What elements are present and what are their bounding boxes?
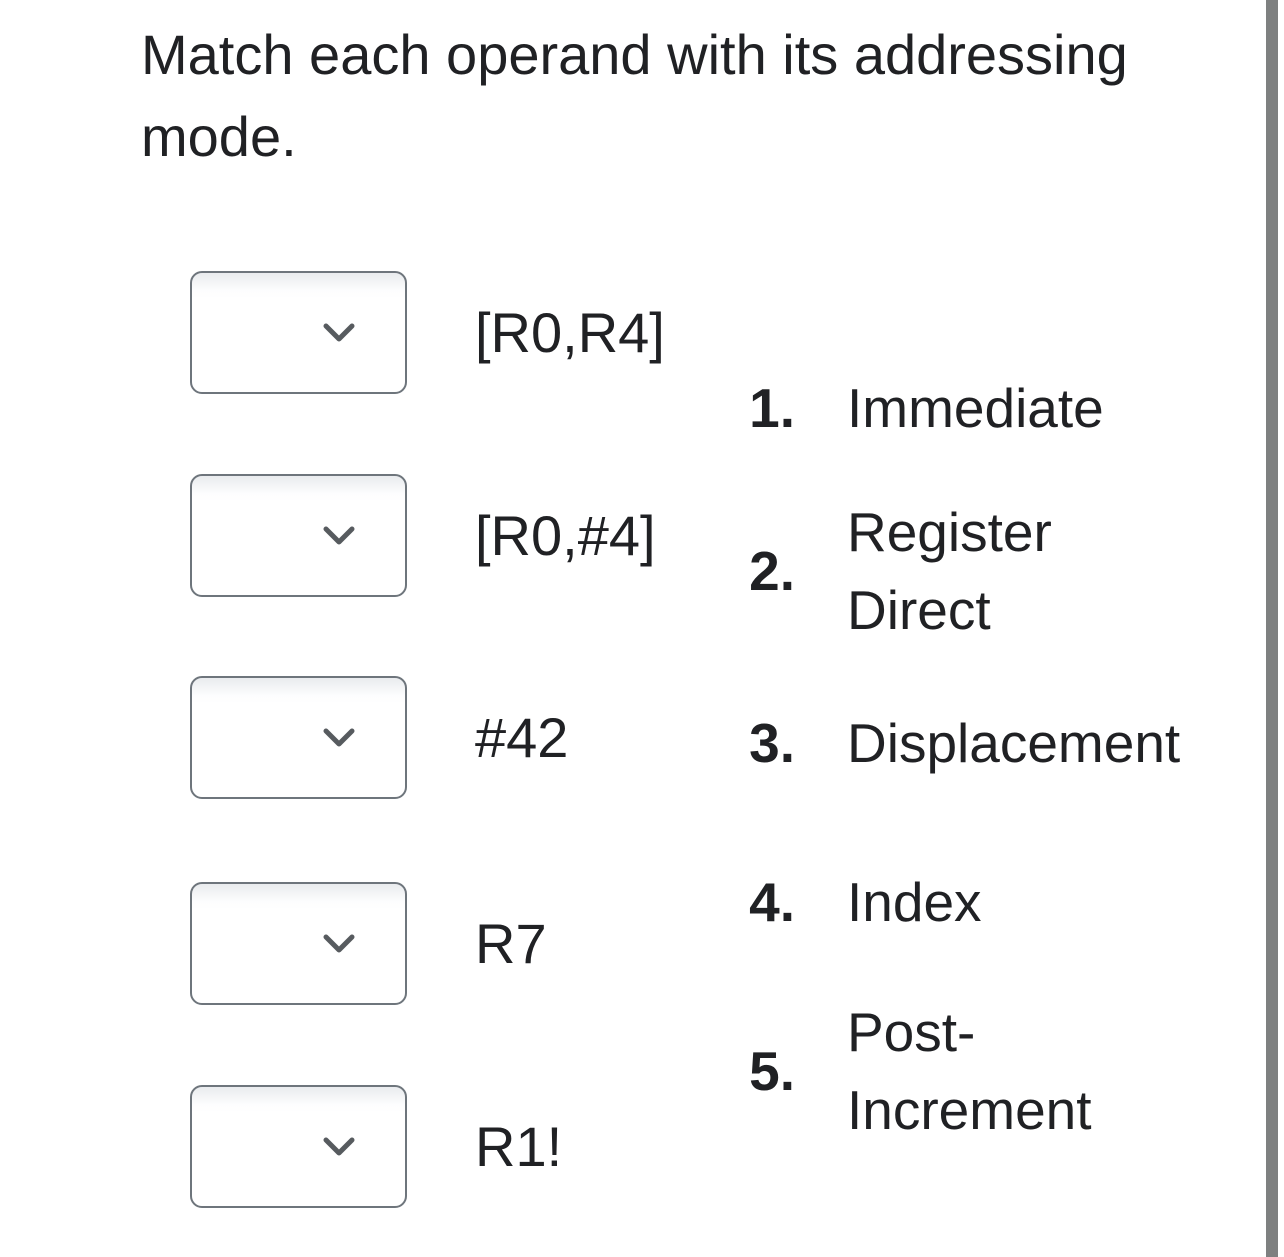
chevron-down-icon [323,1137,355,1155]
match-row: [R0,R4] [190,271,665,394]
choice-label: Displacement [847,712,1181,774]
choice-label: Immediate [847,377,1104,439]
operand-label: #42 [475,705,569,769]
operand-label: [R0,#4] [475,503,656,567]
scrollbar-track [1266,0,1284,1257]
choice-item: 3. Displacement [720,704,1197,782]
choice-number: 3. [749,712,795,774]
match-row: [R0,#4] [190,474,656,597]
choice-item: 1. Immediate [720,369,1197,447]
chevron-down-icon [323,526,355,544]
choice-number: 2. [749,540,795,602]
addressing-mode-select-2[interactable] [190,474,407,597]
addressing-mode-select-5[interactable] [190,1085,407,1208]
addressing-mode-select-1[interactable] [190,271,407,394]
choice-item: 2. Register Direct [720,493,1197,649]
question-prompt: Match each operand with its addressing m… [141,23,1128,168]
addressing-mode-select-3[interactable] [190,676,407,799]
match-row: #42 [190,676,568,799]
scrollbar-thumb[interactable] [1266,0,1278,1257]
operand-label: R7 [475,911,547,975]
operand-label: [R0,R4] [475,300,665,364]
choice-label: Post-Increment [847,1001,1092,1141]
choice-item: 4. Index [720,863,1197,941]
choice-label: Register Direct [847,501,1052,641]
choice-number: 5. [749,1040,795,1102]
choice-item: 5. Post-Increment [720,993,1197,1149]
choice-number: 4. [749,871,795,933]
chevron-down-icon [323,323,355,341]
chevron-down-icon [323,728,355,746]
chevron-down-icon [323,934,355,952]
match-row: R7 [190,882,547,1005]
operand-label: R1! [475,1114,563,1178]
match-row: R1! [190,1085,562,1208]
choice-label: Index [847,871,982,933]
choice-number: 1. [749,377,795,439]
addressing-mode-select-4[interactable] [190,882,407,1005]
